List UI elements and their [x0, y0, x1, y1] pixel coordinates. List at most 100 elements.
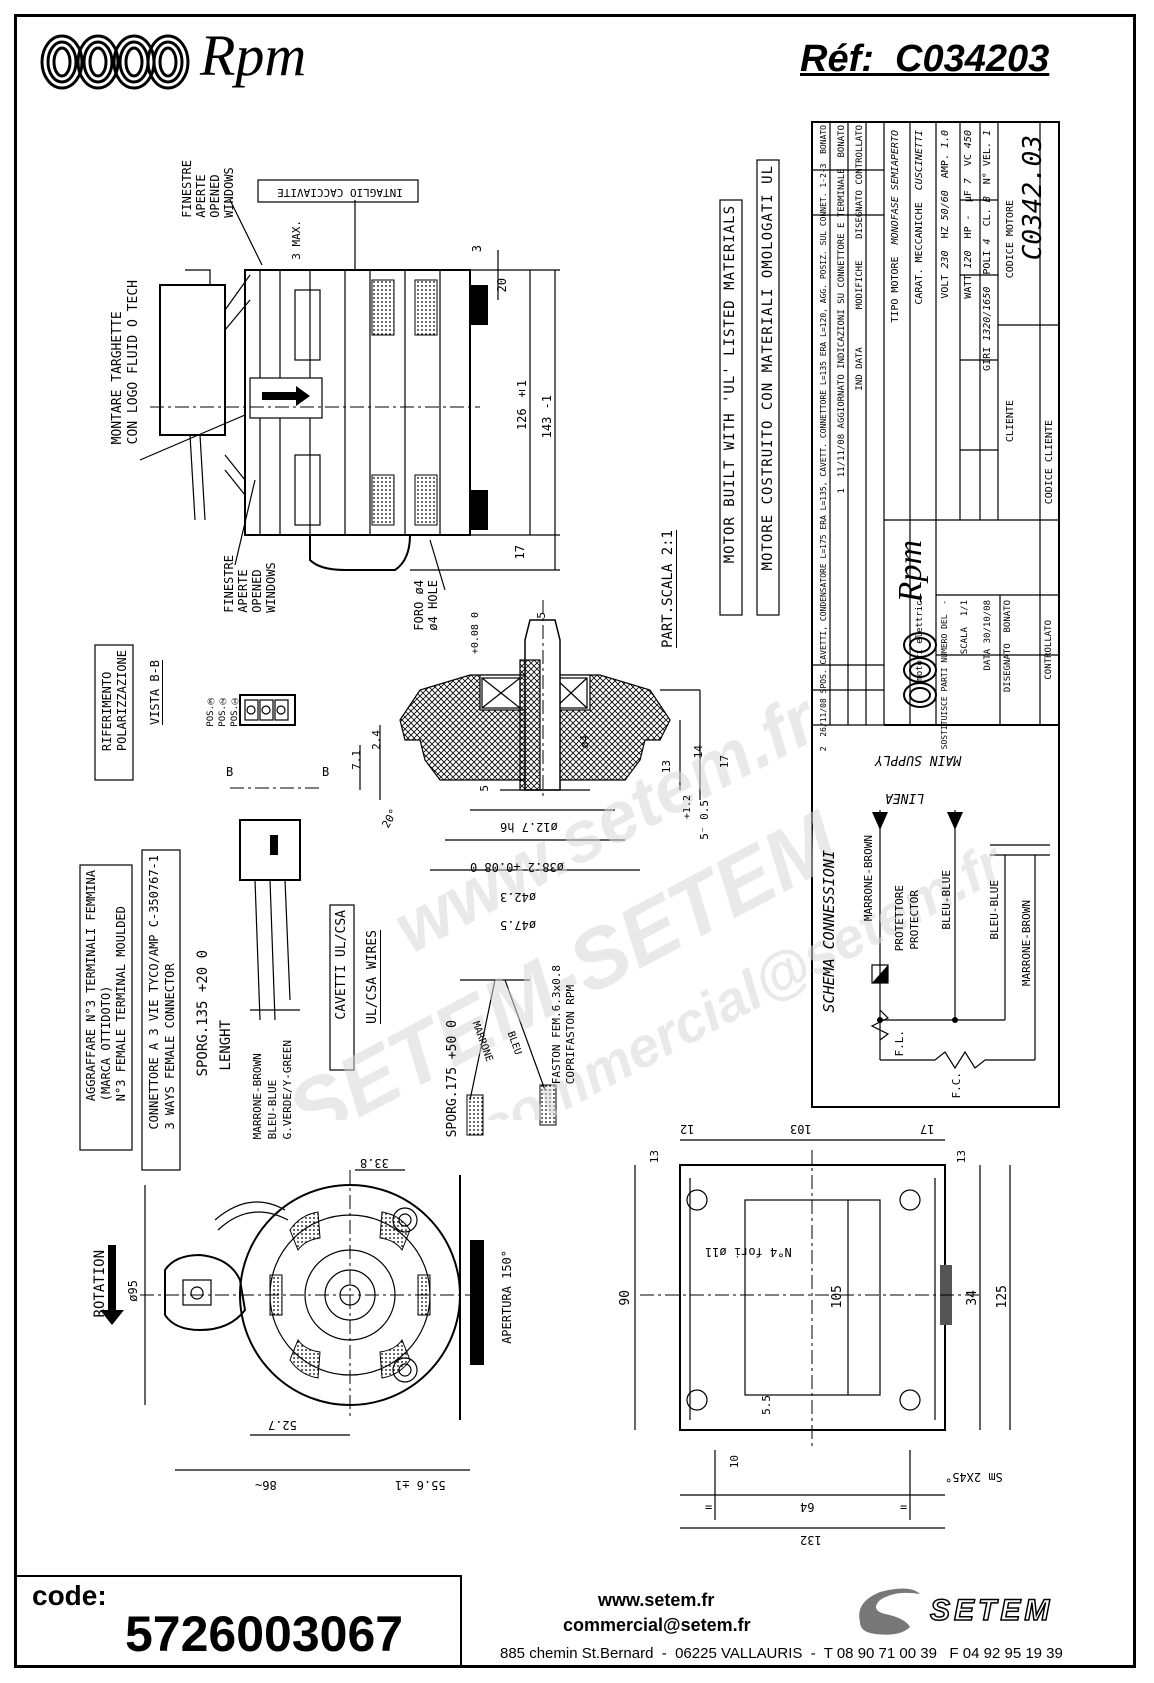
linea-label: LINEA [885, 790, 925, 805]
apertura-label: APERTURA 150° [500, 1250, 514, 1344]
rev-header-row: IND DATA MODIFICHE DISEGNATO CONTROLLATO [855, 125, 865, 391]
connettore-box [141, 849, 181, 1171]
rev-row-1: 1 11/11/08 AGGIORNATO INDICAZIONI SU CON… [837, 125, 847, 494]
dim-55-6: 55.6 ±1 [395, 1478, 446, 1492]
sporg1-label: SPORG.135 +20 0 [195, 950, 211, 1077]
rpm-logo-coils [40, 30, 190, 95]
foro-label: FORO ø4 ø4 HOLE [412, 580, 440, 631]
codice-motore-label: CODICE MOTORE [1005, 200, 1016, 279]
dim-52-7: 52.7 [268, 1418, 297, 1432]
dim-sec-2-4: 2.4 [370, 730, 383, 750]
vista-label: VISTA B-B [148, 660, 162, 726]
brand-name: Rpm [200, 23, 307, 88]
shaft-section-detail [359, 600, 701, 871]
reference-title: Réf: C034203 [800, 38, 1049, 81]
setem-logo-text: SETEM [930, 1594, 1053, 1627]
dim-sec-14: 14 [692, 745, 705, 759]
schema-fc: F.C. [950, 1072, 963, 1099]
cliente-label: CLIENTE [1005, 400, 1016, 443]
dim-33-8: 33.8 [360, 1156, 389, 1170]
finestre-bottom-label: FINESTRE APERTE OPENED WINDOWS [222, 555, 278, 613]
dim-sec-5b: 5 [478, 785, 491, 792]
schema-wire-2: PROTETTORE [893, 885, 906, 952]
rotation-label: ROTATION [92, 1250, 108, 1318]
title-block [811, 121, 1060, 1108]
dim-sec-13: 13 [660, 760, 673, 774]
dim-17-top: 17 [513, 545, 527, 560]
codice-motore: C0342.03 [1018, 135, 1048, 261]
footer-address: 885 chemin St.Bernard - 06225 VALLAURIS … [500, 1645, 1063, 1662]
schema-wire-5: BLEU-BLUE [988, 880, 1001, 940]
drawing-frame [14, 14, 1136, 1668]
dim-plate-105: 105 [830, 1285, 845, 1309]
note-box-omologati [756, 159, 780, 616]
footer-email: commercial@setem.fr [563, 1615, 751, 1635]
aggraffare-box [79, 864, 133, 1151]
motor-body [244, 269, 471, 536]
pos-labels: POS.③ POS.② POS.① [206, 695, 240, 727]
dim-plate-5-5: 5.5 [760, 1395, 773, 1415]
dim-sec-38-2: ø38.2 +0.08 0 [470, 860, 564, 874]
main-supply-label: MAIN SUPPLY [875, 752, 962, 767]
section-b-right: B [322, 765, 330, 779]
data-label: DATA 30/10/08 [983, 600, 993, 671]
dim-plate-64: 64 [800, 1500, 815, 1514]
dim-126: 126 ±1 [515, 380, 529, 431]
dim-plate-90: 90 [618, 1290, 633, 1306]
dim-plate-13b: 13 [955, 1150, 968, 1164]
schema-wire-6: MARRONE-BROWN [1020, 900, 1033, 987]
dim-plate-eq-left: = [705, 1500, 713, 1514]
dim-3: 3 [470, 245, 484, 253]
faston-label: FASTON FEM.6.3x0.8 COPRIFASTON RPM [550, 965, 577, 1085]
intaglio-box [257, 179, 419, 203]
riferimento-box [94, 644, 134, 781]
dim-86: 86~ [255, 1478, 277, 1492]
schema-wire-4: BLEU-BLUE [940, 870, 953, 930]
note-omologati: MOTORE COSTRUITO CON MATERIALI OMOLOGATI… [760, 165, 776, 571]
codice-cliente-label: CODICE CLIENTE [1044, 420, 1055, 505]
dim-plate-103: 103 [790, 1122, 812, 1136]
ulcsa-label: UL/CSA WIRES [365, 930, 380, 1024]
schema-title: SCHEMA CONNESSIONI [820, 850, 838, 1013]
carat-meccaniche: CARAT. MECCANICHE CUSCINETTI [914, 130, 925, 305]
montare-label: MONTARE TARGHETTE CON LOGO FLUID O TECH [110, 280, 141, 445]
mounting-plate-view [634, 1139, 1011, 1529]
dim-plate-sm: Sm 2X45° [945, 1470, 1003, 1484]
motor-front-view [100, 1169, 484, 1471]
section-b-left: B [226, 765, 234, 779]
dim-plate-10: 10 [728, 1455, 741, 1469]
dim-143: 143 -1 [540, 395, 554, 439]
schema-fl: F.L. [893, 1030, 906, 1057]
finestre-top-label: FINESTRE APERTE OPENED WINDOWS [180, 160, 236, 218]
title-block-logo-sub: motori elettrici [915, 595, 925, 682]
fori-label: N°4 fori ø11 [705, 1245, 792, 1259]
dim-plate-125: 125 [995, 1285, 1010, 1309]
dim-sec-17: 17 [718, 755, 731, 769]
controllato-label: CONTROLLATO [1044, 620, 1054, 680]
schema-wire-1: MARRONE-BROWN [862, 835, 875, 922]
schema-wire-3: PROTECTOR [908, 890, 921, 950]
wiring-schematic [811, 725, 1050, 1107]
electrical-row-1: VOLT 230 HZ 50/60 AMP. 1.0 [940, 130, 951, 299]
code-value: 5726003067 [125, 1606, 404, 1662]
disegnato-label: DISEGNATO BONATO [1003, 600, 1013, 693]
dim-plate-17: 17 [920, 1122, 935, 1136]
dim-plate-34: 34 [965, 1290, 980, 1306]
code-label: code: [32, 1580, 107, 1611]
wire-color-labels: MARRONE-BROWN BLEU-BLUE G.VERDE/Y-GREEN [251, 1040, 294, 1140]
dim-plate-eq-right: = [900, 1500, 908, 1514]
tipo-motore: TIPO MOTORE MONOFASE SEMIAPERTO [890, 130, 901, 323]
connector-view [230, 694, 557, 1136]
aggraffare-label: AGGRAFFARE N°3 TERMINALI FEMMINA (MARCA … [84, 870, 128, 1102]
dim-d95: ø95 [126, 1280, 140, 1302]
dim-sec-tol: +0.08 0 [470, 612, 481, 655]
lenght-label: LENGHT [218, 1020, 234, 1071]
dim-sec-5: 5 [535, 612, 548, 619]
cavetti-box [329, 904, 355, 1071]
connettore-label: CONNETTORE A 3 VIE TYCO/AMP C-350767-1 3… [147, 855, 177, 1130]
electrical-row-3: GIRI 1320/1650 POLI 4 CL. B N° VEL. 1 [982, 130, 993, 371]
ref-label: Réf: [800, 38, 874, 80]
rev-row-2: 2 26/11/08 SPOS. CAVETTI, CONDENSATORE L… [819, 125, 828, 752]
dim-sec-42-3: ø42.3 [500, 890, 537, 904]
